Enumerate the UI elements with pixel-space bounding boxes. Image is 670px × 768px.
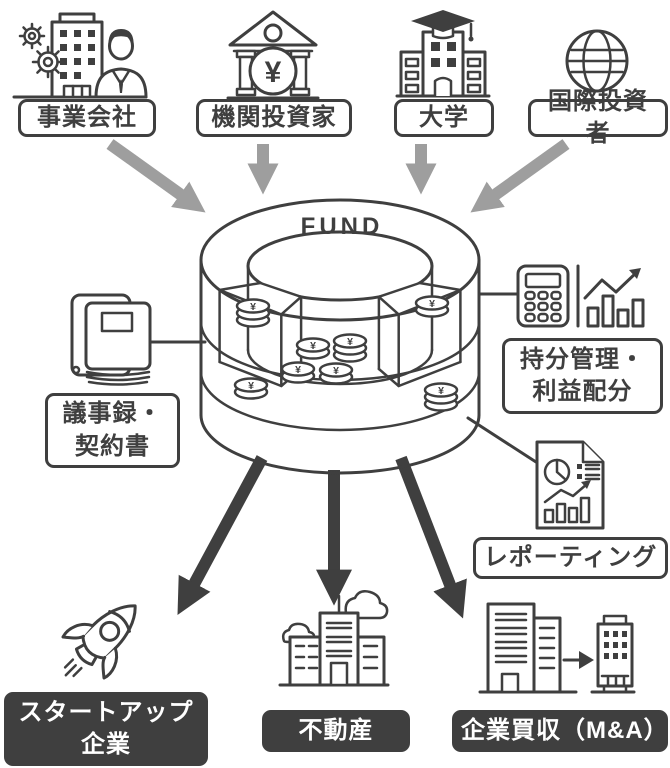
coin-yen-symbol: ¥ <box>347 336 353 348</box>
coin-yen-symbol: ¥ <box>438 385 444 397</box>
globe-icon <box>565 29 629 93</box>
label-business-company: 事業会社 <box>18 99 156 137</box>
coin-yen-symbol: ¥ <box>250 301 256 313</box>
coin-yen-symbol: ¥ <box>248 380 254 392</box>
inflow-arrows <box>106 139 570 213</box>
arrow-global-to-fund <box>470 139 570 213</box>
calculator-icon <box>516 264 570 328</box>
coin-stack: ¥ <box>280 361 316 384</box>
minutes-contracts-book-icon <box>70 293 152 386</box>
fund-cylinder: FUND <box>199 198 481 475</box>
arrow-fund-to-ma <box>395 455 467 619</box>
coin-yen-symbol: ¥ <box>429 298 435 310</box>
label-minutes-contracts: 議事録・ 契約書 <box>45 393 180 468</box>
coin-stack: ¥ <box>414 295 450 318</box>
rocket-icon <box>61 604 137 680</box>
label-equity-management: 持分管理・ 利益配分 <box>502 338 663 414</box>
coin-stack: ¥ <box>423 382 459 412</box>
coin-yen-symbol: ¥ <box>333 365 339 377</box>
real-estate-building-icon <box>278 590 390 687</box>
arrow-business-to-fund <box>106 139 206 213</box>
fund-label: FUND <box>301 213 384 240</box>
university-icon <box>395 10 491 98</box>
buildings-acquisition-icon <box>478 602 636 694</box>
label-international-investor: 国際投資者 <box>528 88 668 147</box>
coin-stack: ¥ <box>332 333 368 363</box>
coin-stack: ¥ <box>233 377 269 400</box>
coin-stack: ¥ <box>295 337 331 360</box>
coin-stacks: ¥ ¥ ¥ ¥ ¥ ¥ ¥ <box>233 295 459 412</box>
business-company-icon <box>12 12 148 99</box>
coin-stack: ¥ <box>318 362 354 385</box>
coin-yen-symbol: ¥ <box>295 364 301 376</box>
label-reporting: レポーティング <box>473 537 668 579</box>
label-university: 大学 <box>394 99 494 137</box>
label-real-estate: 不動産 <box>262 710 410 752</box>
bank-yen-symbol: ¥ <box>265 56 282 89</box>
label-ma-acquisition: 企業買収（M&A） <box>452 710 668 752</box>
coin-stack: ¥ <box>235 298 271 328</box>
connector-lines <box>148 292 538 464</box>
coin-yen-symbol: ¥ <box>310 340 316 352</box>
outflow-arrows <box>177 455 467 619</box>
bank-icon: ¥ <box>226 10 320 100</box>
connector-fund-to-report <box>466 416 538 464</box>
report-document-icon <box>535 440 605 530</box>
label-startup-company: スタートアップ 企業 <box>4 692 208 766</box>
arrow-fund-to-startup <box>177 455 268 615</box>
label-institutional-investor: 機関投資家 <box>196 99 352 137</box>
growth-chart-icon <box>576 264 645 328</box>
